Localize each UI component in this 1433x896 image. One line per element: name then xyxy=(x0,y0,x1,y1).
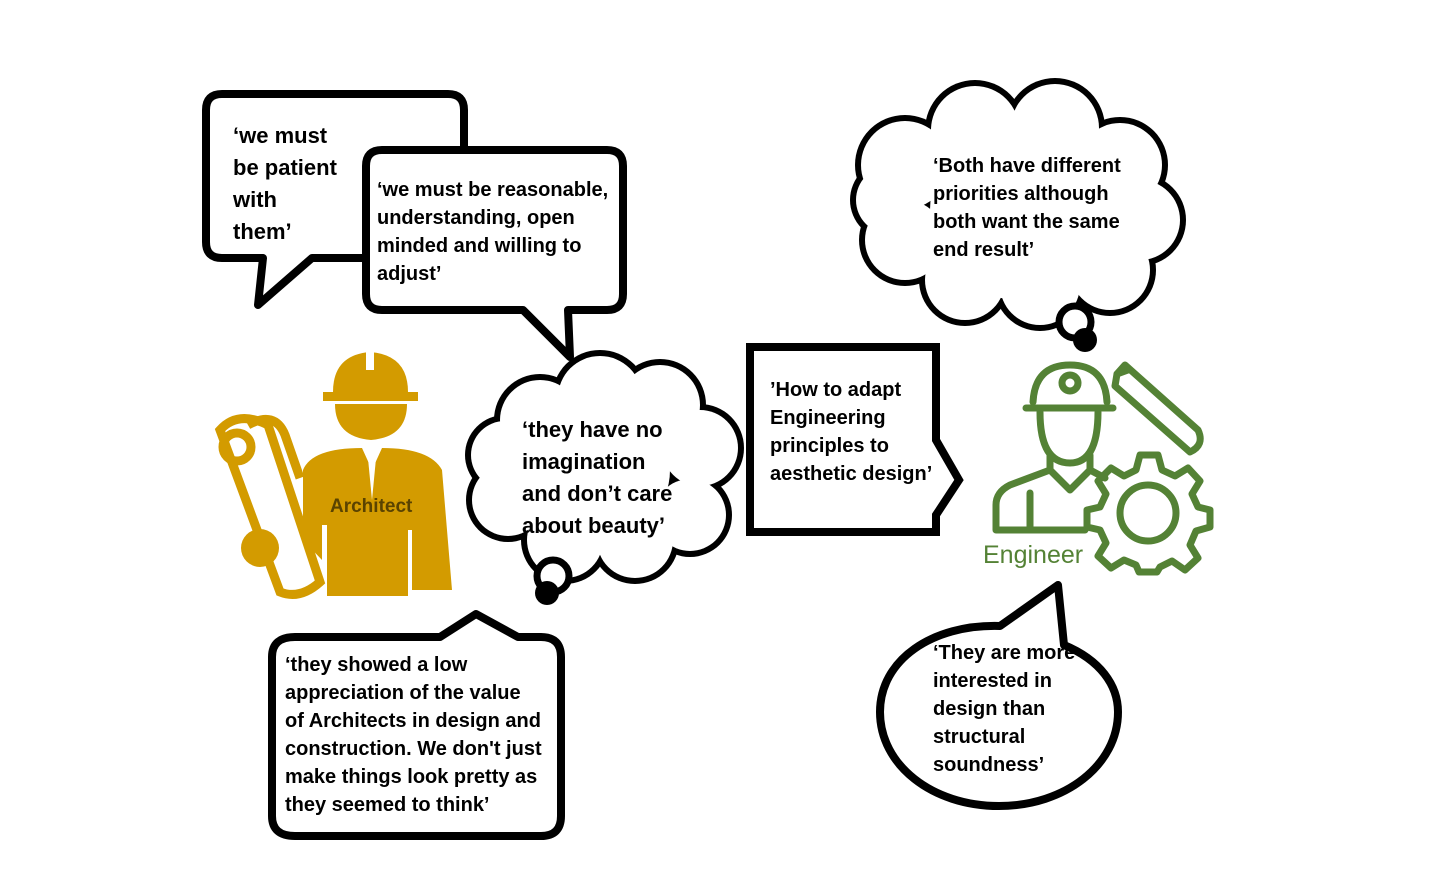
bubble-reasonable-text: ‘we must be reasonable, understanding, o… xyxy=(377,179,609,285)
engineer-with-hardhat-gear-and-pencil-icon xyxy=(992,361,1214,576)
speech-bubble-low-appreciation xyxy=(268,610,565,840)
callout-adapt-text: ’How to adapt Engineering principles to … xyxy=(770,379,933,485)
bubble-interested-text: ‘They are more interested in design than… xyxy=(933,642,1076,776)
cloud-priorities-text: ‘Both have different priorities although… xyxy=(933,155,1121,261)
bubble-patient-text: ‘we must be patient with them’ xyxy=(233,123,337,244)
speech-bubble-interested xyxy=(876,581,1122,810)
thought-cloud-priorities xyxy=(850,78,1186,352)
thought-cloud-imagination xyxy=(465,350,744,605)
architect-with-hardhat-and-blueprint-icon xyxy=(214,348,452,599)
engineer-label: Engineer xyxy=(983,541,1084,569)
cloud-imagination-text: ‘they have no imagination and don’t care… xyxy=(522,417,673,538)
arrow-callout-adapt xyxy=(746,343,964,536)
speech-bubble-reasonable xyxy=(362,146,627,361)
bubble-low-appreciation-text: ‘they showed a low appreciation of the v… xyxy=(285,654,542,816)
architect-label: Architect xyxy=(330,496,413,517)
